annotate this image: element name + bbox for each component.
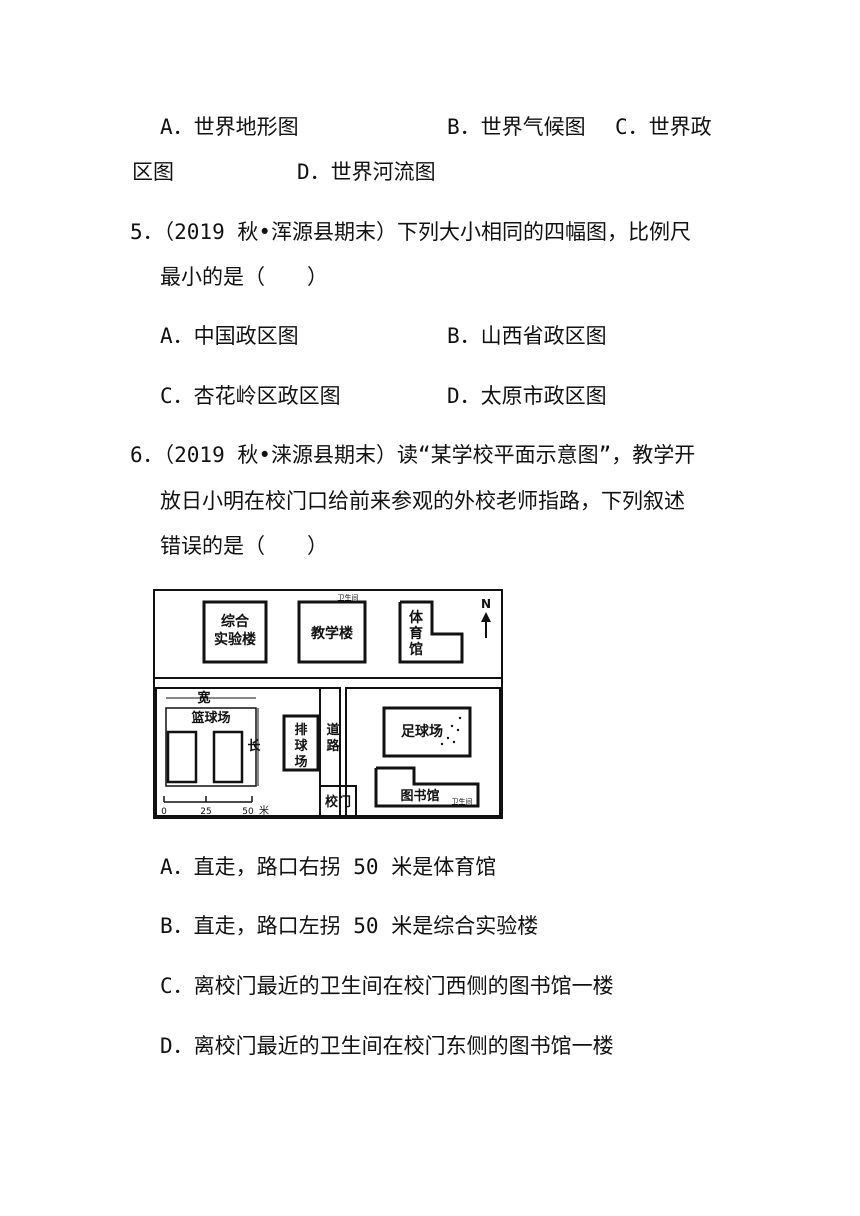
- label-road-1: 道: [326, 722, 339, 738]
- label-length: 长: [247, 738, 261, 754]
- gate-box: [319, 785, 357, 817]
- label-toilet-1: 卫生间: [338, 593, 359, 602]
- basketball-court-frame: [165, 707, 257, 787]
- q5-stem-line-1: 5．（2019 秋•浑源县期末）下列大小相同的四幅图，比例尺: [130, 220, 691, 244]
- q5-option-b: B．山西省政区图: [447, 324, 607, 348]
- q6-option-d: D．离校门最近的卫生间在校门东侧的图书馆一楼: [160, 1034, 614, 1058]
- label-scale-50: 50: [242, 807, 254, 817]
- label-scale-0: 0: [161, 807, 167, 817]
- q4-option-b: B．世界气候图: [447, 115, 586, 139]
- q6-stem-line-2: 放日小明在校门口给前来参观的外校老师指路，下列叙述: [160, 489, 685, 513]
- q4-option-a: A．世界地形图: [160, 115, 299, 139]
- label-volleyball-3: 场: [294, 755, 307, 770]
- label-scale-25: 25: [200, 807, 211, 817]
- football-field: [382, 706, 472, 758]
- q4-option-c-end: 区图: [132, 160, 174, 184]
- label-gym-2: 育: [409, 625, 423, 642]
- label-basketball: 篮球场: [190, 710, 230, 726]
- volleyball-court: [282, 714, 320, 772]
- label-teaching: 教学楼: [311, 625, 353, 642]
- label-lab-1: 综合: [221, 613, 250, 630]
- q6-stem-line-1: 6．（2019 秋•涞源县期末）读“某学校平面示意图”，教学开: [130, 443, 696, 467]
- q6-option-b: B．直走，路口左拐 50 米是综合实验楼: [160, 914, 539, 938]
- gym-building: [398, 600, 464, 664]
- school-plan-map: 综合 实验楼 教学楼 体 育 馆 N 宽 篮球场 长 排 球 场 道 路 足球场…: [152, 588, 504, 820]
- q6-stem-line-3: 错误的是（ ）: [160, 534, 328, 558]
- q5-option-a: A．中国政区图: [160, 324, 299, 348]
- football-dots: [440, 716, 462, 746]
- basketball-court-1: [166, 730, 198, 784]
- q4-option-c-start: C．世界政: [615, 115, 712, 139]
- q4-option-d: D．世界河流图: [297, 160, 436, 184]
- q5-option-d: D．太原市政区图: [447, 384, 607, 408]
- teaching-building: [297, 600, 367, 664]
- label-lab-2: 实验楼: [214, 631, 256, 648]
- north-arrow-icon: [481, 612, 491, 622]
- label-road-2: 路: [326, 738, 340, 754]
- q6-option-c: C．离校门最近的卫生间在校门西侧的图书馆一楼: [160, 974, 614, 998]
- label-width: 宽: [196, 690, 210, 706]
- q6-option-a: A．直走，路口右拐 50 米是体育馆: [160, 855, 497, 879]
- label-volleyball-2: 球: [294, 738, 308, 754]
- label-football: 足球场: [401, 723, 443, 740]
- lower-left-zone: [155, 687, 341, 817]
- label-scale-unit: 米: [259, 804, 269, 817]
- label-north: N: [481, 597, 491, 611]
- top-zone: [153, 589, 503, 679]
- label-toilet-2: 卫生间: [452, 797, 473, 806]
- label-library: 图书馆: [400, 788, 439, 804]
- basketball-court-2: [212, 730, 244, 784]
- label-volleyball-1: 排: [294, 722, 307, 738]
- label-gym-1: 体: [409, 609, 424, 626]
- library-building: [374, 766, 480, 808]
- label-gym-3: 馆: [409, 641, 423, 658]
- q5-stem-line-2: 最小的是（ ）: [160, 265, 328, 289]
- q5-option-c: C．杏花岭区政区图: [160, 384, 341, 408]
- label-gate: 校门: [325, 794, 351, 810]
- school-plan-svg: 综合 实验楼 教学楼 体 育 馆 N 宽 篮球场 长 排 球 场 道 路 足球场…: [153, 589, 503, 819]
- lab-building: [202, 600, 268, 664]
